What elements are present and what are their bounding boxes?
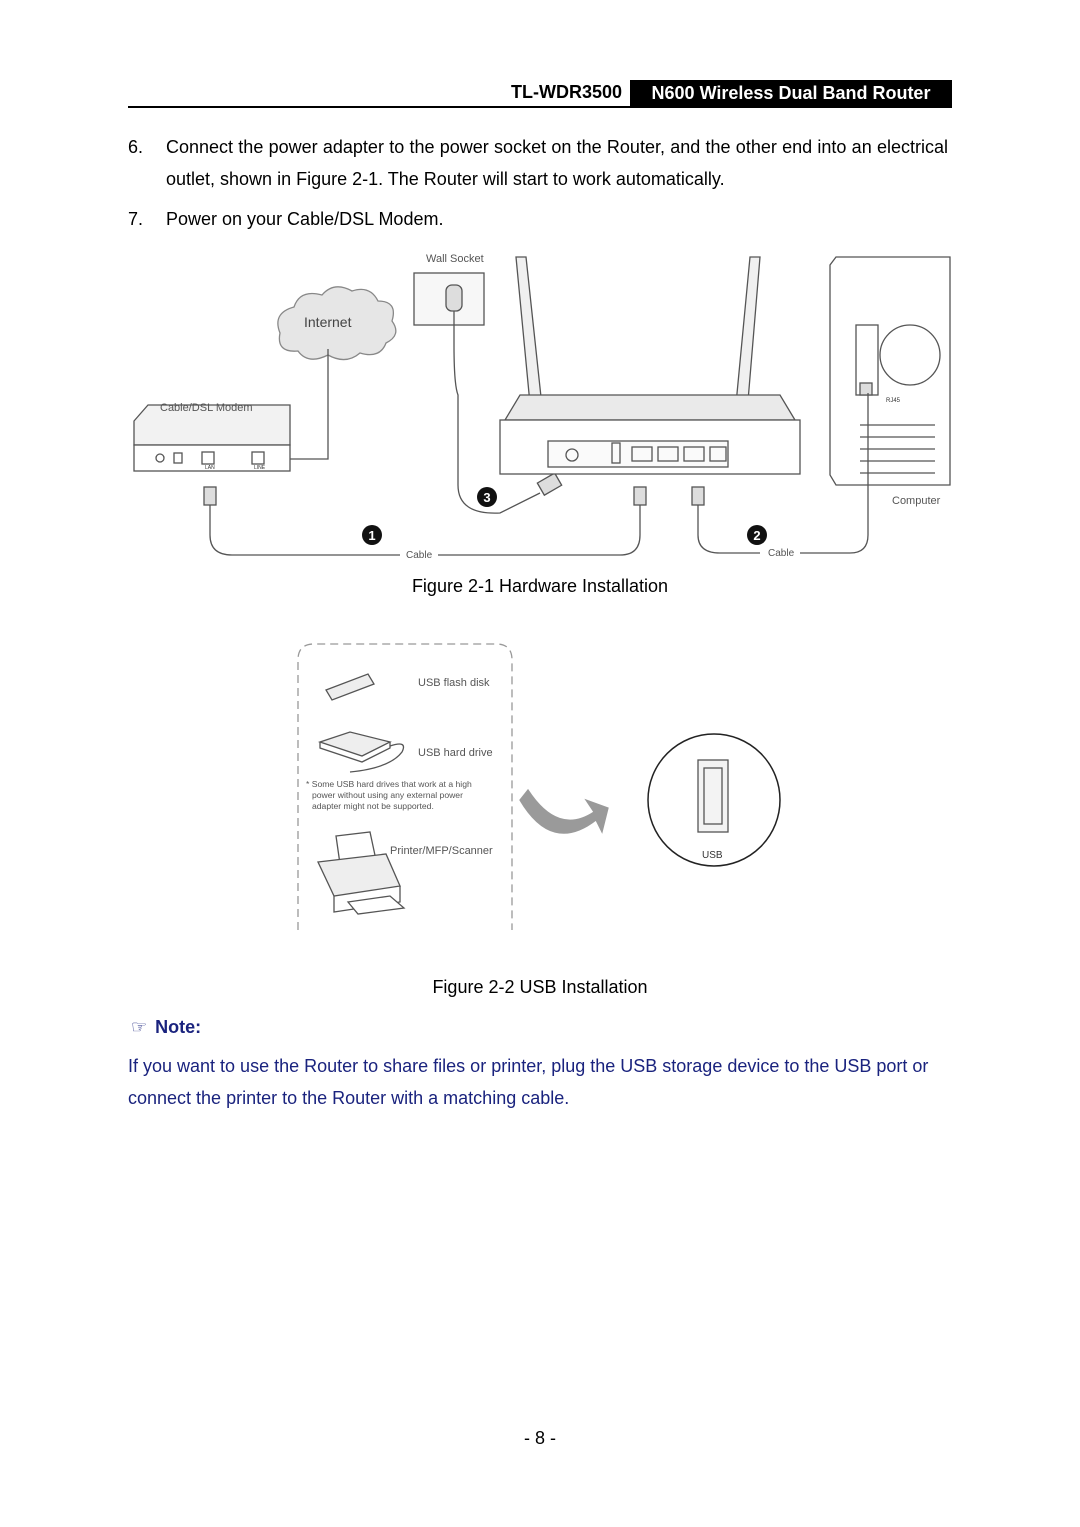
cable-label: Cable bbox=[406, 550, 433, 561]
hard-drive-note: adapter might not be supported. bbox=[312, 801, 434, 811]
router-icon bbox=[499, 394, 801, 475]
step-item: 6. Connect the power adapter to the powe… bbox=[128, 131, 948, 195]
computer-icon bbox=[829, 256, 951, 486]
note-body: If you want to use the Router to share f… bbox=[128, 1056, 929, 1108]
step-number: 6. bbox=[128, 137, 144, 157]
internet-label: Internet bbox=[304, 314, 352, 330]
page-number: - 8 - bbox=[523, 1428, 556, 1448]
modem-label: Cable/DSL Modem bbox=[160, 402, 253, 414]
figure-caption: Figure 2-2 USB Installation bbox=[432, 977, 648, 997]
step-text: Power on your Cable/DSL Modem. bbox=[166, 209, 444, 229]
header-product: N600 Wireless Dual Band Router bbox=[630, 80, 952, 106]
hard-drive-note: power without using any external power bbox=[312, 790, 463, 800]
step-item: 7. Power on your Cable/DSL Modem. bbox=[128, 203, 948, 235]
step-badge-1: 1 bbox=[362, 525, 382, 545]
usb-flash-disk-label: USB flash disk bbox=[418, 677, 490, 689]
lan-port-label: LAN bbox=[205, 465, 215, 471]
wall-socket-label: Wall Socket bbox=[426, 253, 484, 265]
usb-flash-disk-icon bbox=[325, 673, 375, 701]
modem-icon bbox=[133, 404, 291, 472]
usb-hard-drive-label: USB hard drive bbox=[418, 747, 493, 759]
cable-icon bbox=[691, 393, 869, 554]
arrow-icon bbox=[519, 788, 609, 834]
figure-caption: Figure 2-1 Hardware Installation bbox=[411, 576, 669, 596]
page-header: TL-WDR3500 N600 Wireless Dual Band Route… bbox=[128, 80, 952, 108]
note-title: Note: bbox=[155, 1017, 202, 1037]
internet-cloud-icon bbox=[277, 286, 397, 361]
note-heading: ☞ Note: bbox=[131, 1017, 201, 1038]
step-badge-2: 2 bbox=[747, 525, 767, 545]
svg-text:3: 3 bbox=[483, 490, 490, 505]
usb-installation-diagram: USB flash disk USB hard drive * Some USB… bbox=[297, 643, 781, 930]
step-list: 6. Connect the power adapter to the powe… bbox=[128, 131, 948, 243]
cable-icon bbox=[203, 486, 647, 556]
svg-text:2: 2 bbox=[753, 528, 760, 543]
usb-hard-drive-icon bbox=[317, 731, 405, 773]
step-number: 7. bbox=[128, 209, 144, 229]
usb-port-label: USB bbox=[702, 850, 723, 861]
pointing-hand-icon: ☞ bbox=[131, 1017, 148, 1037]
rj45-label: RJ45 bbox=[886, 398, 901, 404]
cable-label: Cable bbox=[768, 548, 795, 559]
step-text: Connect the power adapter to the power s… bbox=[166, 137, 948, 189]
hardware-installation-diagram: Wall Socket Internet Cable/DSL Modem LAN… bbox=[133, 253, 951, 561]
usb-port-icon bbox=[647, 733, 781, 867]
header-model: TL-WDR3500 bbox=[510, 82, 622, 102]
printer-label: Printer/MFP/Scanner bbox=[390, 845, 493, 857]
line-port-label: LINE bbox=[254, 465, 266, 471]
step-badge-3: 3 bbox=[477, 487, 497, 507]
computer-label: Computer bbox=[892, 495, 941, 507]
svg-text:1: 1 bbox=[368, 528, 375, 543]
hard-drive-note: * Some USB hard drives that work at a hi… bbox=[306, 779, 472, 789]
wall-socket-icon bbox=[413, 272, 563, 514]
printer-icon bbox=[317, 831, 406, 915]
